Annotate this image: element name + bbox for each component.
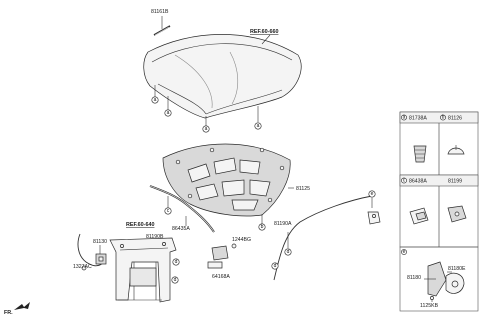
- hood-panel: [143, 34, 302, 119]
- hood-latch-assembly-icon: [424, 261, 465, 302]
- release-cable: [273, 195, 381, 281]
- svg-text:a: a: [403, 115, 406, 121]
- hood-seal-strip: [149, 185, 215, 233]
- svg-text:b: b: [261, 224, 264, 230]
- hood-insulator-pad: [162, 143, 291, 217]
- svg-text:e: e: [403, 249, 406, 255]
- svg-text:c: c: [167, 208, 170, 214]
- label-81180: 81180: [407, 275, 421, 281]
- label-ref-60-660: REF.60-660: [250, 29, 278, 35]
- label-1244BG: 1244BG: [232, 237, 251, 243]
- label-81180E: 81180E: [448, 266, 466, 272]
- label-front: FR.: [4, 310, 13, 316]
- cable-holder-icon: [447, 205, 467, 223]
- label-64168A: 64168A: [212, 274, 230, 280]
- hood-callouts: a a a a: [151, 85, 262, 133]
- svg-text:a: a: [154, 97, 157, 103]
- label-81190A: 81190A: [274, 221, 292, 227]
- svg-text:a: a: [167, 110, 170, 116]
- label-81125: 81125: [296, 186, 310, 192]
- svg-text:c: c: [403, 178, 406, 184]
- svg-text:d: d: [175, 259, 178, 265]
- label-1327AC: 1327AC: [73, 264, 92, 270]
- svg-text:d: d: [174, 277, 177, 283]
- parts-detail-panel: a 81738A b 81126 c 86438A 81199: [399, 111, 479, 248]
- svg-text:d: d: [287, 249, 290, 255]
- release-handle: [207, 243, 237, 269]
- label-81126: 81126: [448, 116, 462, 122]
- label-86438A: 86438A: [409, 179, 427, 185]
- hood-stay-rod: [153, 16, 171, 36]
- front-arrow-icon: [14, 302, 30, 310]
- label-ref-60-640: REF.60-640: [126, 222, 154, 228]
- radiator-support-frame: [109, 237, 177, 303]
- label-81738A: 81738A: [409, 116, 427, 122]
- svg-text:b: b: [442, 115, 445, 121]
- label-81190B: 81190B: [146, 234, 164, 240]
- label-86435A: 86435A: [172, 226, 190, 232]
- label-81199: 81199: [448, 179, 462, 185]
- svg-text:d: d: [274, 263, 277, 269]
- label-81161B: 81161B: [151, 9, 169, 15]
- svg-text:e: e: [371, 191, 374, 197]
- label-81130: 81130: [93, 239, 107, 245]
- svg-text:a: a: [257, 123, 260, 129]
- bumper-stop-icon: [413, 145, 427, 163]
- latch-detail-panel: e 81180E 81180 1125KB: [399, 246, 479, 312]
- svg-text:a: a: [205, 126, 208, 132]
- label-1125KB: 1125KB: [420, 303, 439, 309]
- hood-latch: [77, 233, 107, 271]
- clip-icon: [447, 145, 465, 155]
- seal-clip-icon: [409, 207, 429, 225]
